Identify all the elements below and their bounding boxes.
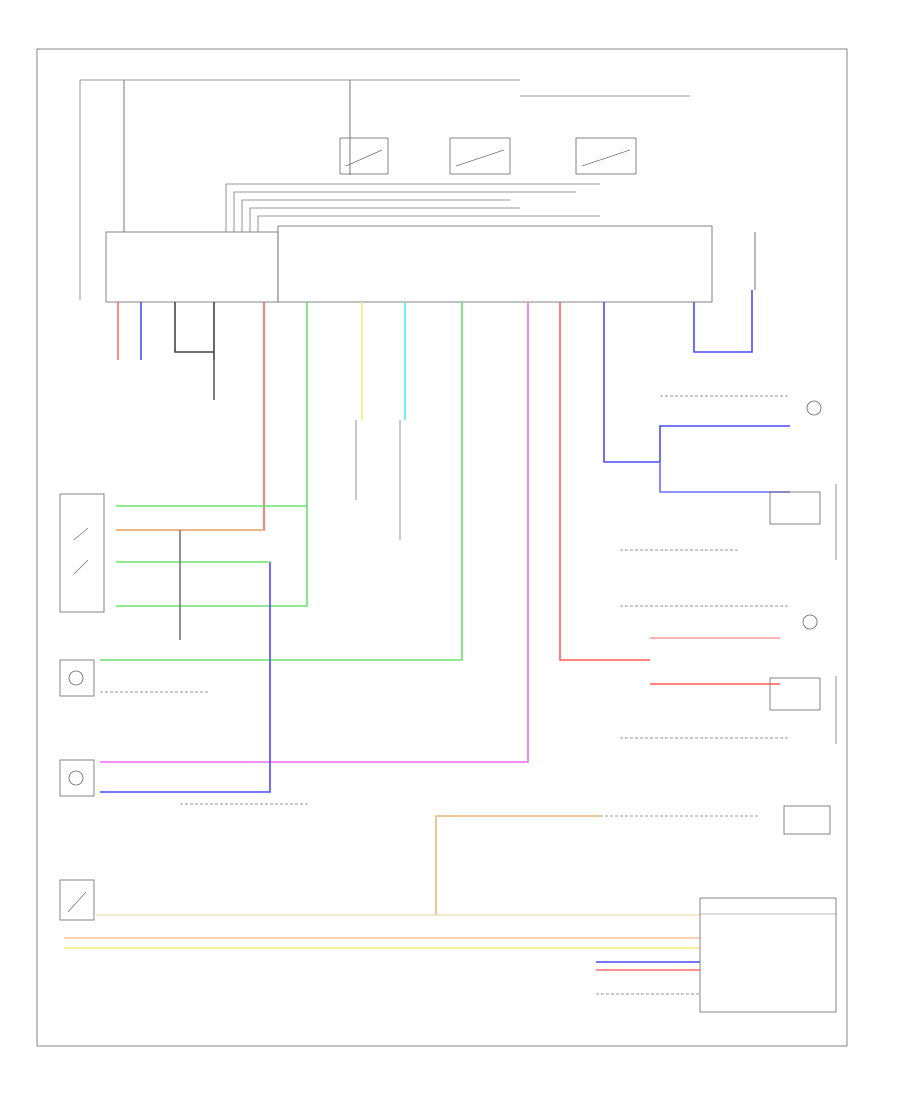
left-hid-headlight [59, 659, 95, 697]
wire-set [64, 290, 790, 971]
headlight-switch [59, 493, 105, 613]
left-high-headlight [806, 400, 822, 416]
right-high-headlight [802, 614, 818, 630]
control-unit-extended [277, 225, 713, 303]
relay-1 [339, 137, 389, 175]
right-hid-headlight [59, 759, 95, 797]
combination-switch [699, 897, 837, 1013]
dimmer-switch [59, 879, 95, 921]
left-low-headlight [769, 484, 837, 560]
ground-wires [100, 395, 790, 995]
harness-bundle [225, 183, 600, 232]
right-low-headlight [769, 676, 837, 744]
relay-3 [575, 137, 637, 175]
control-unit [105, 231, 279, 303]
relay-2 [449, 137, 511, 175]
ground-symbols [179, 360, 401, 640]
fuse-box [783, 805, 831, 835]
diagram-frame [36, 48, 848, 1047]
top-power-bus [79, 79, 690, 300]
